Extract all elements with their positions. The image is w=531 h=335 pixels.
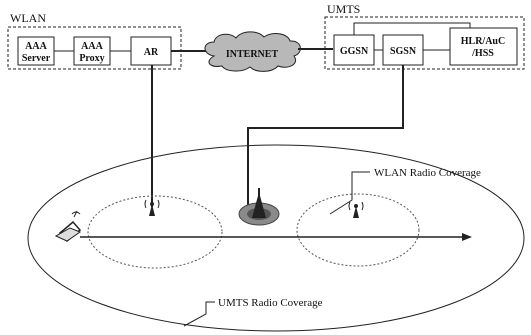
movement-arrowhead: [462, 233, 472, 241]
link-ggsn-hlr-top: [353, 22, 471, 35]
sgsn-label: SGSN: [390, 46, 417, 57]
ggsn-label: GGSN: [340, 46, 369, 57]
hlr-label-2: /HSS: [471, 48, 494, 59]
wlan-coverage-right: [296, 193, 420, 267]
umts-coverage-label: UMTS Radio Coverage: [218, 297, 323, 309]
wlan-coverage-pointer: [329, 171, 370, 215]
access-point-left-icon: [144, 199, 160, 216]
ar-label: AR: [144, 47, 159, 58]
aaa-server-label-1: AAA: [25, 41, 47, 52]
wlan-coverage-left: [87, 195, 223, 269]
aaa-server-label-2: Server: [22, 53, 51, 64]
internet-cloud: [204, 31, 301, 72]
wlan-group-box: [7, 26, 182, 70]
link-sgsn-basestation: [247, 65, 404, 205]
umts-group-label: UMTS: [327, 2, 360, 16]
umts-coverage-pointer: [183, 301, 215, 327]
umts-group-box: [324, 16, 525, 70]
aaa-proxy-label-1: AAA: [81, 41, 103, 52]
internet-label: INTERNET: [226, 49, 279, 60]
wlan-group-label: WLAN: [10, 11, 46, 25]
umts-coverage-area: [27, 144, 525, 332]
access-point-right-icon: [348, 201, 364, 218]
umts-basestation-icon: [238, 188, 280, 226]
hlr-label-1: HLR/AuC: [461, 36, 505, 47]
aaa-proxy-label-2: Proxy: [79, 53, 104, 64]
hlr-box: [449, 27, 518, 66]
wlan-coverage-label: WLAN Radio Coverage: [374, 167, 481, 179]
laptop-icon: [54, 210, 82, 243]
